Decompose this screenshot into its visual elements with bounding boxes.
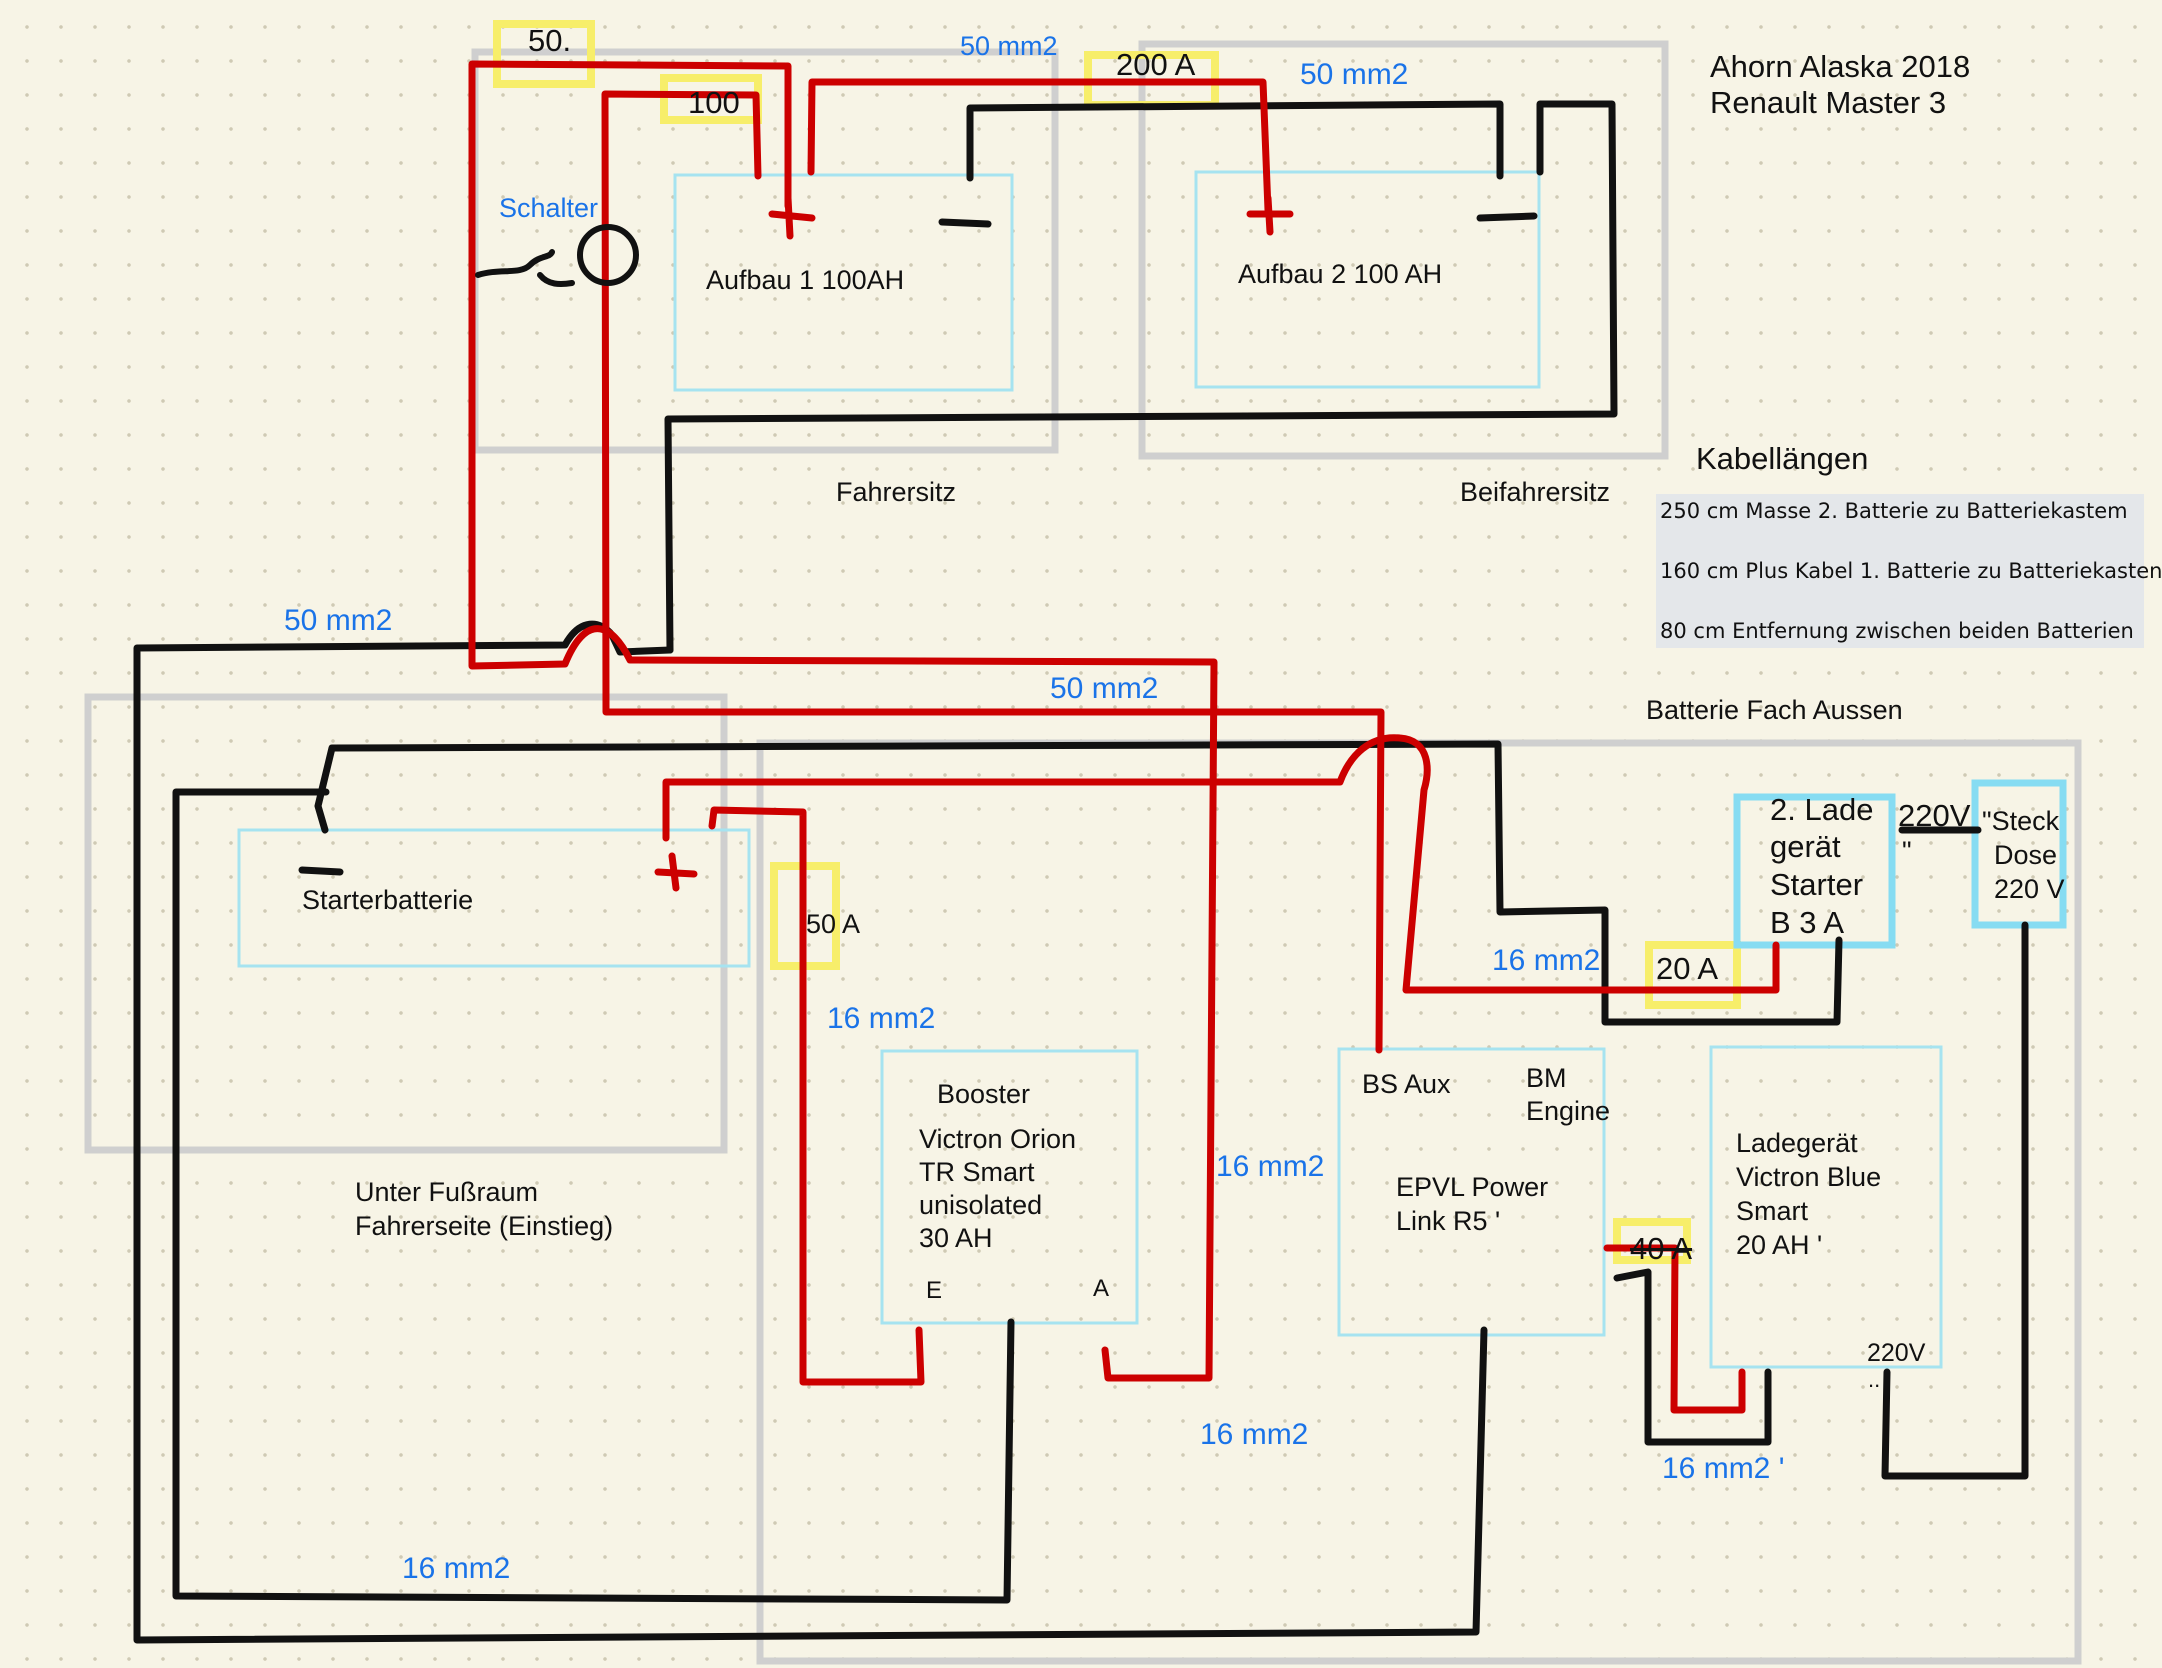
cable-label-16mm2-charger2: 16 mm2: [1492, 944, 1601, 977]
footwell-area: [84, 693, 728, 1154]
footwell-label-1: Unter Fußraum: [355, 1177, 539, 1207]
charger-line-3: Smart: [1736, 1196, 1809, 1226]
fuse-100-label: 100: [688, 85, 740, 120]
fuse-40a-label: 40 A: [1630, 1231, 1693, 1266]
charger-negative: [1613, 1268, 1772, 1446]
booster-title: Booster: [937, 1079, 1031, 1109]
starter-battery-label: Starterbatterie: [302, 885, 474, 915]
charger-line-4: 20 AH ': [1736, 1230, 1823, 1260]
fuse-200-label: 200 A: [1116, 47, 1196, 82]
epvl-bm-label: BM: [1526, 1063, 1567, 1093]
aux1-positive-fuse100-cable: [601, 90, 1385, 1054]
switch-lever-icon: [475, 249, 575, 287]
aux-bridge-fuse200-cable: [807, 78, 1272, 214]
cable-label-16mm2-booster-out: 16 mm2: [1200, 1418, 1309, 1451]
aux1-minus-icon: [938, 218, 992, 228]
charger-input-voltage: 220V: [1867, 1339, 1926, 1367]
switch-label: Schalter: [499, 193, 599, 223]
title-line-1: Ahorn Alaska 2018: [1710, 49, 1971, 84]
charger-line-2: Victron Blue: [1736, 1162, 1882, 1192]
footwell-label-2: Fahrerseite (Einstieg): [355, 1211, 614, 1241]
epvl-box: [1337, 1047, 1606, 1337]
positive-cables: [468, 60, 1780, 1414]
cable-length-line-2: 160 cm Plus Kabel 1. Batterie zu Batteri…: [1660, 559, 2162, 583]
main-negative-cable: [133, 620, 1488, 1644]
cable-label-50mm2-left: 50 mm2: [284, 604, 393, 637]
passenger-seat-label: Beifahrersitz: [1460, 477, 1611, 507]
cable-length-line-1: 250 cm Masse 2. Batterie zu Batteriekast…: [1660, 499, 2128, 523]
charger2-line-4: B 3 A: [1770, 905, 1845, 940]
cable-label-16mm2-booster-in: 16 mm2: [827, 1002, 936, 1035]
cable-label-50mm2-top-1: 50 mm2: [960, 31, 1058, 61]
epvl-engine-label: Engine: [1526, 1096, 1611, 1126]
starter-positive-cable: [662, 734, 1780, 994]
aux1-positive-fuse50-cable: [468, 60, 1218, 1382]
booster-line-1: Victron Orion: [919, 1124, 1077, 1154]
cable-label-16mm2-charger: 16 mm2 ': [1662, 1452, 1785, 1485]
cable-lengths-box: 250 cm Masse 2. Batterie zu Batteriekast…: [1656, 494, 2162, 648]
cable-label-50mm2-middle: 50 mm2: [1050, 672, 1159, 705]
socket-box: [1971, 779, 2067, 929]
charger-dots: ..: [1868, 1367, 1881, 1392]
starter-plus-icon: [654, 852, 698, 892]
mains-cable: [1881, 826, 2029, 1480]
epvl-to-charger-positive: [1603, 1244, 1746, 1414]
charger2-line-3: Starter: [1770, 867, 1864, 902]
aux-negative-loop: [664, 100, 1618, 654]
switch-circle-icon: [577, 224, 639, 286]
fuse-box-20a: [1645, 941, 1741, 1009]
booster-line-3: unisolated: [919, 1190, 1043, 1220]
aux1-plus-icon: [768, 194, 816, 240]
cable-lengths-heading: Kabellängen: [1696, 441, 1869, 476]
aux1-battery-label: Aufbau 1 100AH: [706, 265, 905, 295]
switch-symbol: [475, 224, 639, 287]
cable-label-16mm2-vertical: 16 mm2: [1216, 1150, 1325, 1183]
charger-line-1: Ladegerät: [1736, 1128, 1858, 1158]
fuse-20a-label: 20 A: [1656, 951, 1719, 986]
aux2-battery-box: [1194, 170, 1541, 389]
component-boxes: [237, 170, 1943, 1369]
aux2-plus-icon: [1246, 194, 1294, 236]
charger2-line-1: 2. Lade: [1770, 792, 1874, 827]
charger-box: [1709, 1045, 1943, 1369]
fuse-50-top-label: 50.: [528, 23, 572, 58]
charger2-line-2: gerät: [1770, 829, 1841, 864]
mains-voltage-label: 220V: [1898, 798, 1971, 833]
starter-negative-cable: [314, 740, 1843, 1026]
socket-line-1: "Steck: [1982, 806, 2060, 836]
highlighted-boxes: [1733, 779, 2067, 949]
terminal-marks: [298, 194, 1538, 892]
cable-label-16mm2-bottom: 16 mm2: [402, 1552, 511, 1585]
starter-minus-icon: [298, 866, 344, 876]
cable-length-line-3: 80 cm Entfernung zwischen beiden Batteri…: [1660, 619, 2134, 643]
aux2-minus-icon: [1476, 212, 1538, 222]
epvl-bs-aux-label: BS Aux: [1362, 1069, 1451, 1099]
fuse-50a-label: 50 A: [806, 909, 861, 939]
passenger-seat-area: [1138, 40, 1669, 460]
epvl-title-1: EPVL Power: [1396, 1172, 1549, 1202]
outer-compartment-label: Batterie Fach Aussen: [1646, 695, 1903, 725]
booster-line-4: 30 AH: [919, 1223, 993, 1253]
starter-battery-box: [237, 828, 751, 968]
fuse-box-50-top: [493, 20, 595, 88]
booster-output-label: A: [1093, 1275, 1110, 1302]
charger2-box: [1733, 793, 1896, 949]
aux1-battery-box: [673, 173, 1014, 392]
fuse-box-40a: [1613, 1218, 1691, 1264]
epvl-title-2: Link R5 ': [1396, 1206, 1501, 1236]
aux2-battery-label: Aufbau 2 100 AH: [1238, 259, 1443, 289]
starter-to-booster-positive: [708, 806, 925, 1386]
title-line-2: Renault Master 3: [1710, 85, 1947, 120]
starter-to-booster-negative: [172, 788, 1015, 1604]
socket-line-2: Dose: [1994, 840, 2058, 870]
driver-seat-label: Fahrersitz: [836, 477, 957, 507]
socket-line-3: 220 V: [1994, 874, 2065, 904]
booster-line-2: TR Smart: [919, 1157, 1035, 1187]
mains-quote-mark: ": [1902, 836, 1912, 866]
cable-label-50mm2-top-2: 50 mm2: [1300, 58, 1409, 91]
booster-input-label: E: [926, 1277, 943, 1304]
